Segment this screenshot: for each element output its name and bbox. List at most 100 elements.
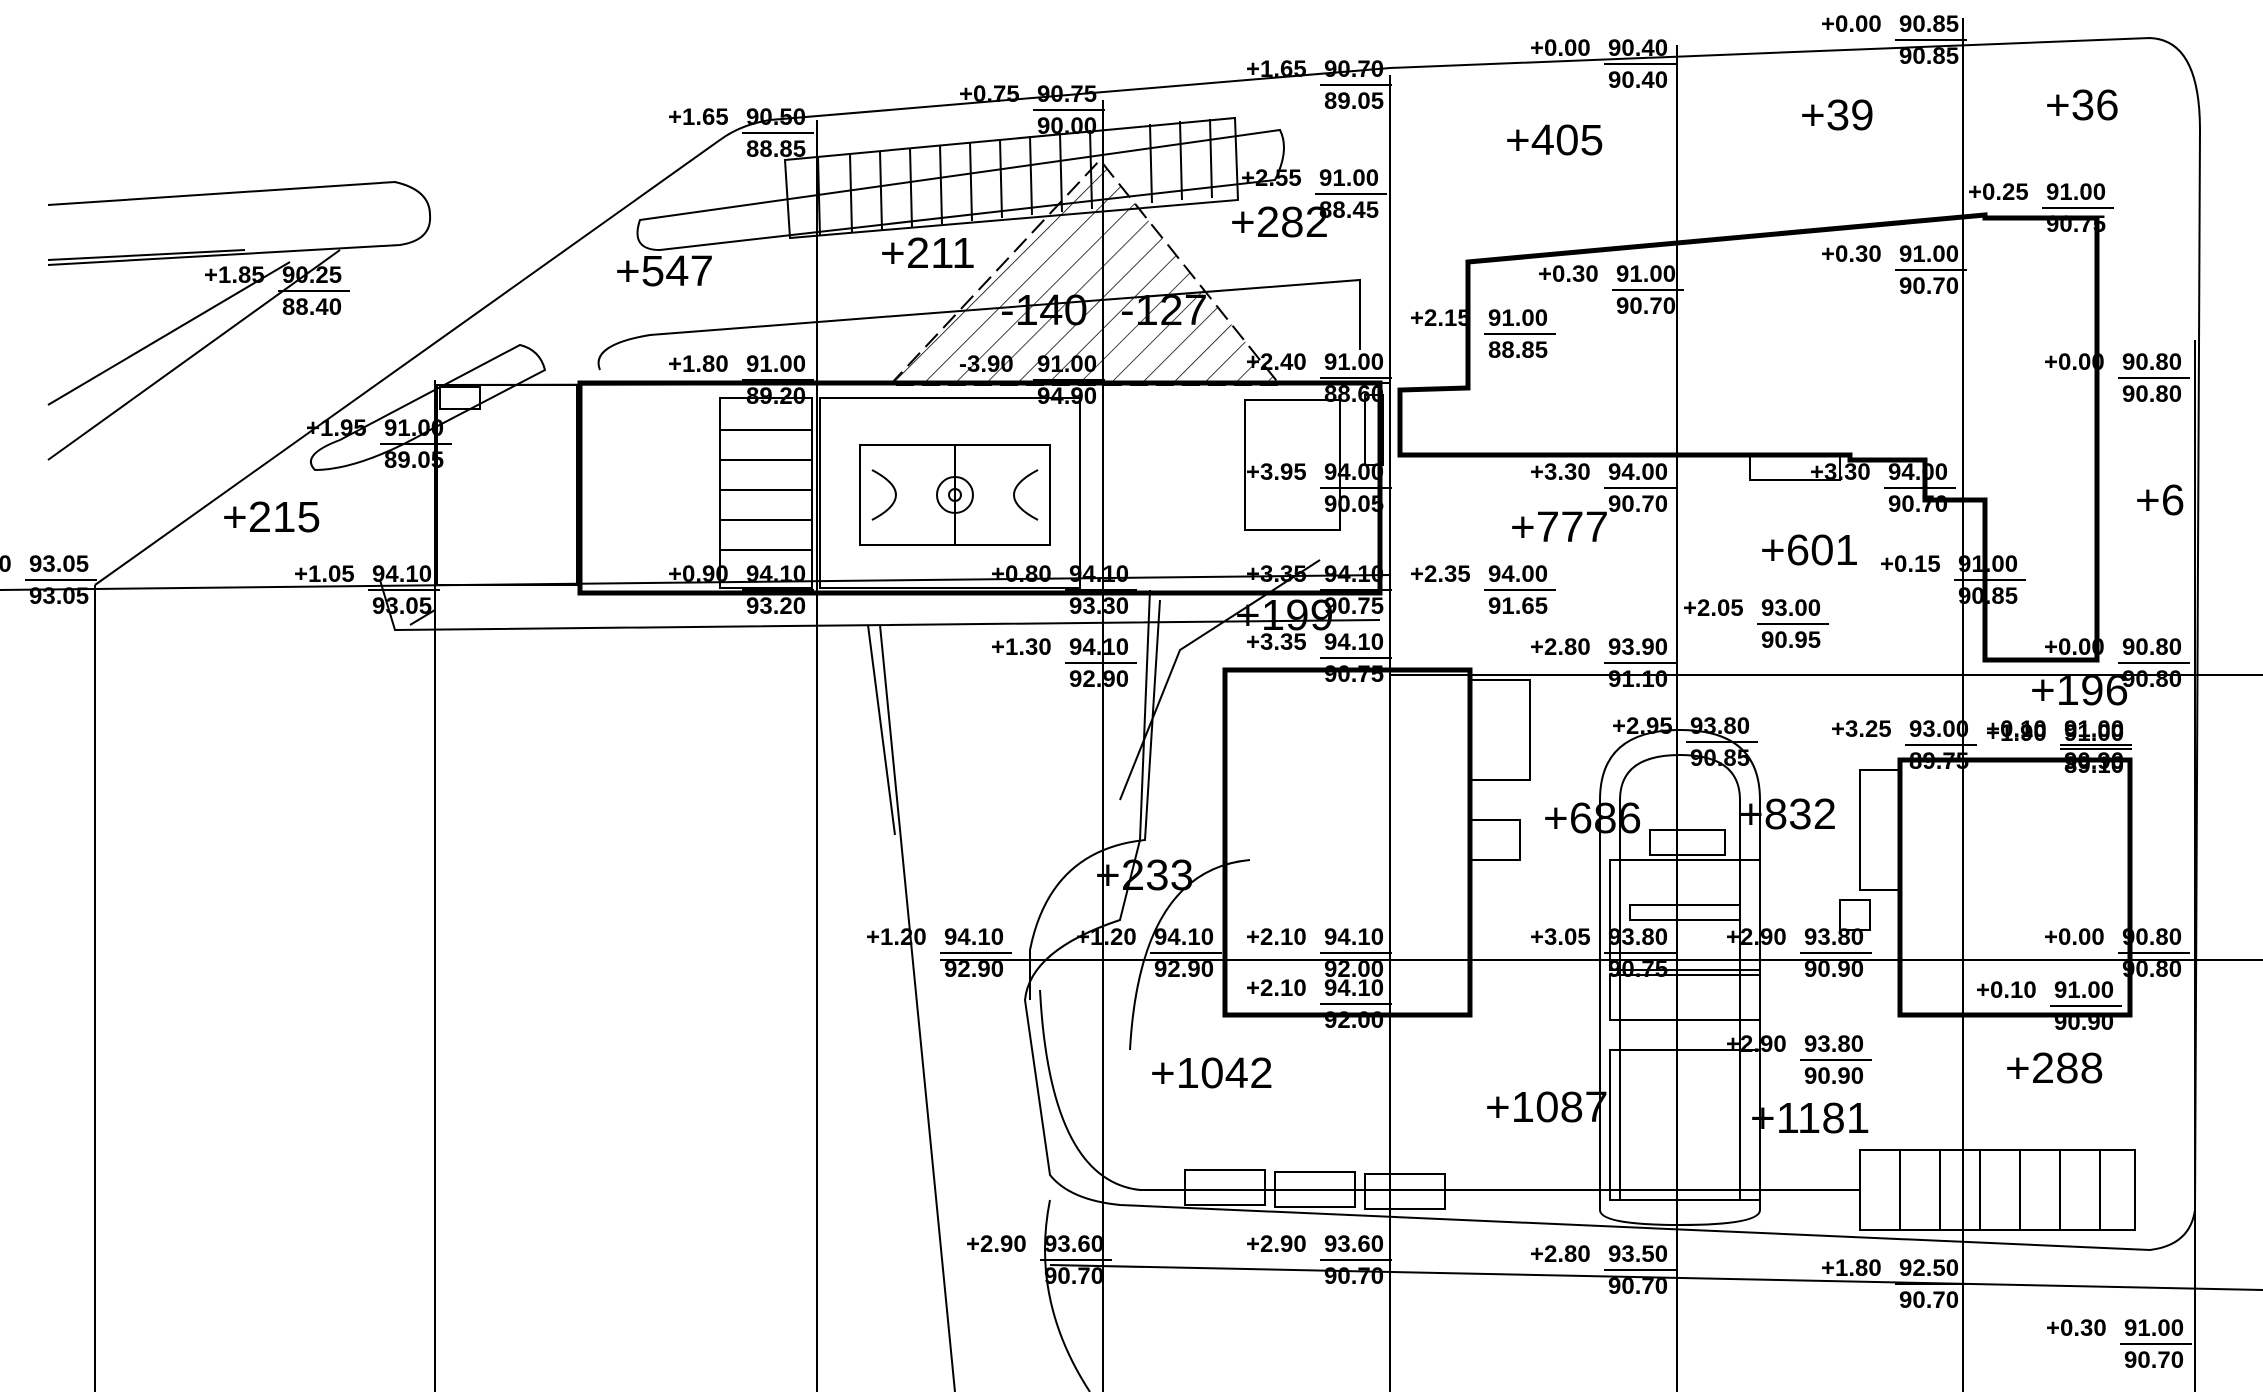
design-elevation: 90.25: [282, 262, 342, 289]
design-elevation: 91.00: [2124, 1315, 2184, 1342]
work-mark: +2.80: [1530, 1241, 1591, 1268]
work-mark: +2.10: [1246, 975, 1307, 1002]
volume-label: +215: [222, 493, 321, 542]
existing-elevation: 90.85: [1899, 43, 1959, 70]
design-elevation: 91.00: [384, 415, 444, 442]
existing-elevation: 91.65: [1488, 593, 1548, 620]
volume-label: -127: [1120, 286, 1208, 335]
work-mark: +0.10: [1986, 716, 2047, 743]
existing-elevation: 90.80: [2122, 666, 2182, 693]
work-mark: +0.15: [1880, 551, 1941, 578]
existing-elevation: 89.05: [384, 447, 444, 474]
design-elevation: 93.60: [1324, 1231, 1384, 1258]
volume-label: +211: [880, 229, 976, 278]
work-mark: +1.85: [204, 262, 265, 289]
design-elevation: 93.05: [29, 551, 89, 578]
volume-label: +405: [1505, 116, 1604, 165]
work-mark: +0.30: [1821, 241, 1882, 268]
parking-stalls-bottom: [1184, 1149, 2136, 1231]
volume-label: +196: [2030, 666, 2129, 715]
design-elevation: 93.80: [1804, 924, 1864, 951]
volume-label: +6: [2135, 476, 2185, 525]
design-elevation: 94.00: [1888, 459, 1948, 486]
grid-node: +1.95 91.00 89.05: [306, 415, 452, 474]
design-elevation: 94.10: [372, 561, 432, 588]
volume-label: +39: [1800, 91, 1875, 140]
existing-elevation: 88.45: [1319, 197, 1379, 224]
volume-label: +1087: [1485, 1083, 1609, 1132]
work-mark: +3.35: [1246, 629, 1307, 656]
design-elevation: 90.80: [2122, 924, 2182, 951]
site-boundary: [47, 36, 2202, 1392]
existing-elevation: 90.75: [2046, 211, 2106, 238]
design-elevation: 94.10: [1324, 629, 1384, 656]
existing-elevation: 90.75: [1608, 956, 1668, 983]
design-elevation: 91.00: [1958, 551, 2018, 578]
design-elevation: 91.00: [1037, 351, 1097, 378]
work-mark: +1.65: [668, 104, 729, 131]
volume-label: +686: [1543, 794, 1642, 843]
design-elevation: 94.10: [1069, 634, 1129, 661]
design-elevation: 90.80: [2122, 634, 2182, 661]
work-mark: +2.40: [1246, 349, 1307, 376]
work-mark: +3.95: [1246, 459, 1307, 486]
volume-label: +1181: [1750, 1094, 1870, 1143]
work-mark: +1.30: [991, 634, 1052, 661]
volume-label: +832: [1738, 790, 1837, 839]
volume-label: -140: [1000, 286, 1088, 335]
fill-volume-labels: +215+547+211-140-127+282+405+39+36+777+6…: [222, 81, 2185, 1143]
existing-elevation: 89.10: [2064, 752, 2124, 779]
design-elevation: 91.00: [1488, 305, 1548, 332]
work-mark: +0.30: [1538, 261, 1599, 288]
work-mark: +1.65: [1246, 56, 1307, 83]
design-elevation: 93.80: [1608, 924, 1668, 951]
existing-elevation: 93.20: [746, 593, 806, 620]
existing-elevation: 89.05: [1324, 88, 1384, 115]
design-elevation: 94.10: [1324, 975, 1384, 1002]
work-mark: +0.90: [668, 561, 729, 588]
design-elevation: 94.00: [1488, 561, 1548, 588]
existing-elevation: 90.95: [1761, 627, 1821, 654]
drop-off-loop: [1599, 728, 1761, 1227]
volume-label: +36: [2045, 81, 2120, 130]
work-mark: +0.80: [991, 561, 1052, 588]
design-elevation: 93.50: [1608, 1241, 1668, 1268]
design-elevation: 93.80: [1804, 1031, 1864, 1058]
design-elevation: 94.00: [1608, 459, 1668, 486]
existing-elevation: 90.70: [1888, 491, 1948, 518]
work-mark: +1.95: [306, 415, 367, 442]
design-elevation: 91.00: [2064, 720, 2124, 747]
work-mark: +0.00: [2044, 924, 2105, 951]
existing-elevation: 90.90: [1804, 956, 1864, 983]
work-mark: +2.95: [1612, 713, 1673, 740]
design-elevation: 93.90: [1608, 634, 1668, 661]
design-elevation: 90.70: [1324, 56, 1384, 83]
existing-elevation: 90.70: [2124, 1347, 2184, 1374]
grid-node: +1.65 90.70 89.05: [1246, 56, 1392, 115]
design-elevation: 94.10: [944, 924, 1004, 951]
existing-elevation: 90.70: [1899, 273, 1959, 300]
design-elevation: 93.60: [1044, 1231, 1104, 1258]
work-mark: +2.90: [1726, 1031, 1787, 1058]
work-mark: -3.90: [959, 351, 1014, 378]
